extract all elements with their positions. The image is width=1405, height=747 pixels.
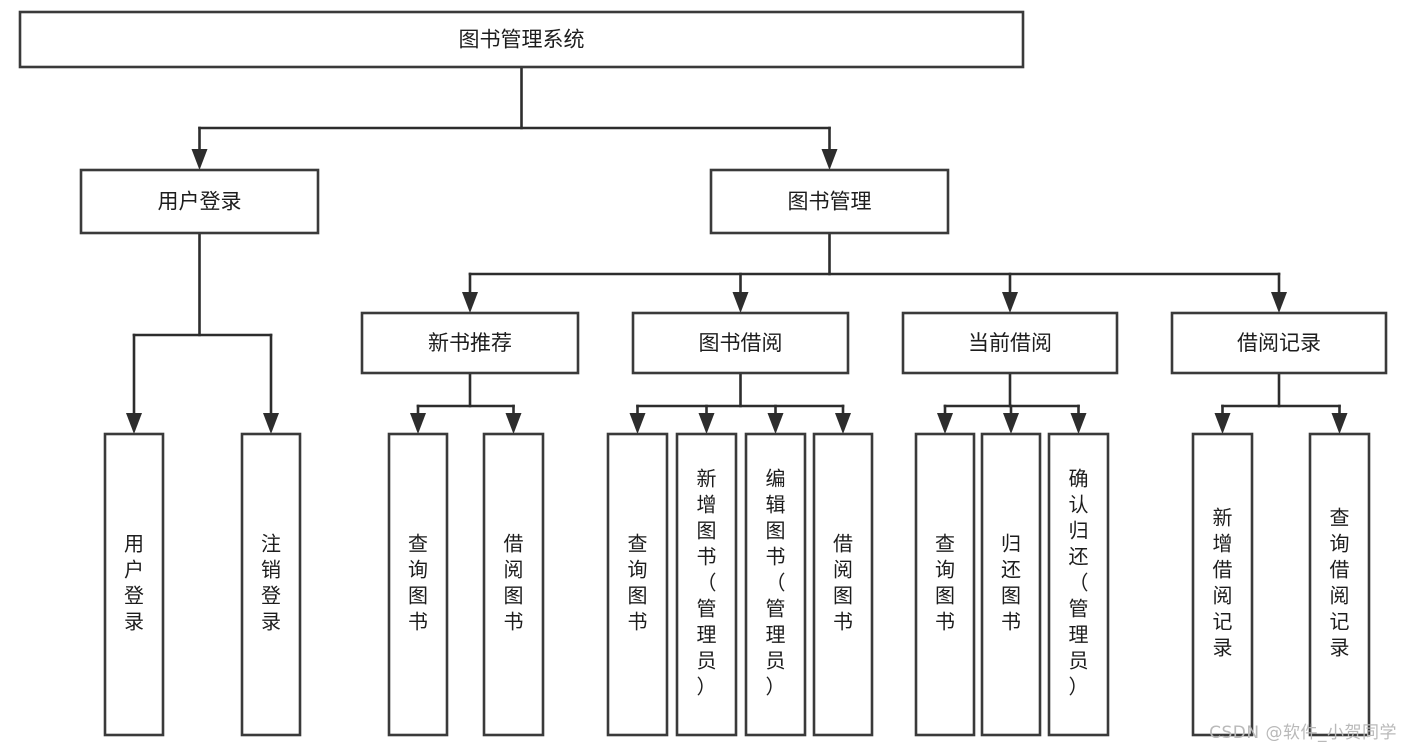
arrow-head-icon (767, 413, 784, 434)
node-box-book-manage (709, 168, 950, 235)
arrow-head-icon (1214, 413, 1231, 434)
node-label-book-borrow: 图书借阅 (699, 331, 783, 355)
arrow-head-icon (821, 149, 838, 170)
node-label-leaf-return-book: 归还图书 (1001, 532, 1021, 634)
node-label-leaf-query-book-1: 查询图书 (408, 532, 428, 634)
node-box-leaf-user-logout (240, 432, 302, 737)
node-box-leaf-edit-book (744, 432, 807, 737)
node-leaf-add-record[interactable]: 新增借阅记录 (1191, 432, 1254, 737)
node-box-leaf-query-book-3 (914, 432, 976, 737)
node-label-leaf-add-record: 新增借阅记录 (1213, 506, 1233, 660)
arrow-head-icon (263, 413, 279, 434)
node-leaf-query-record[interactable]: 查询借阅记录 (1308, 432, 1371, 737)
node-leaf-user-login[interactable]: 用户登录 (103, 432, 165, 737)
node-leaf-query-book-3[interactable]: 查询图书 (914, 432, 976, 737)
node-layer: 图书管理系统用户登录图书管理新书推荐图书借阅当前借阅借阅记录用户登录注销登录查询… (18, 10, 1388, 737)
arrow-head-icon (1070, 413, 1087, 434)
node-leaf-add-book[interactable]: 新增图书（管理员） (675, 432, 738, 737)
node-book-borrow[interactable]: 图书借阅 (631, 311, 850, 375)
node-box-user-login (79, 168, 320, 235)
node-user-login[interactable]: 用户登录 (79, 168, 320, 235)
node-new-book-recommend[interactable]: 新书推荐 (360, 311, 580, 375)
arrow-head-icon (1271, 292, 1287, 313)
node-label-leaf-query-book-2: 查询图书 (628, 532, 648, 634)
node-label-leaf-edit-book: 编辑图书（管理员） (766, 467, 786, 699)
node-box-leaf-return-book (980, 432, 1042, 737)
node-current-borrow[interactable]: 当前借阅 (901, 311, 1119, 375)
node-leaf-user-logout[interactable]: 注销登录 (240, 432, 302, 737)
node-book-manage[interactable]: 图书管理 (709, 168, 950, 235)
node-leaf-confirm-return[interactable]: 确认归还（管理员） (1047, 432, 1110, 737)
node-label-user-login: 用户登录 (158, 190, 242, 214)
node-box-current-borrow (901, 311, 1119, 375)
node-label-book-manage: 图书管理 (788, 190, 872, 214)
arrow-head-icon (191, 149, 208, 170)
node-box-leaf-add-record (1191, 432, 1254, 737)
node-box-leaf-confirm-return (1047, 432, 1110, 737)
node-box-leaf-add-book (675, 432, 738, 737)
node-label-leaf-user-login: 用户登录 (124, 532, 144, 634)
node-box-new-book-recommend (360, 311, 580, 375)
node-leaf-edit-book[interactable]: 编辑图书（管理员） (744, 432, 807, 737)
node-label-leaf-user-logout: 注销登录 (261, 532, 281, 634)
arrow-head-icon (629, 413, 646, 434)
arrow-head-icon (410, 413, 426, 434)
node-leaf-query-book-1[interactable]: 查询图书 (387, 432, 449, 737)
node-leaf-borrow-book-2[interactable]: 借阅图书 (812, 432, 874, 737)
node-box-leaf-query-book-1 (387, 432, 449, 737)
node-label-leaf-query-book-3: 查询图书 (935, 532, 955, 634)
node-leaf-return-book[interactable]: 归还图书 (980, 432, 1042, 737)
arrow-head-icon (1002, 292, 1018, 313)
node-box-leaf-query-record (1308, 432, 1371, 737)
arrow-head-icon (732, 292, 749, 313)
node-root[interactable]: 图书管理系统 (18, 10, 1025, 69)
node-box-leaf-borrow-book-2 (812, 432, 874, 737)
node-label-current-borrow: 当前借阅 (968, 331, 1052, 355)
node-leaf-query-book-2[interactable]: 查询图书 (606, 432, 669, 737)
node-borrow-record[interactable]: 借阅记录 (1170, 311, 1388, 375)
node-box-leaf-borrow-book-1 (482, 432, 545, 737)
node-label-root: 图书管理系统 (459, 28, 585, 52)
arrow-head-icon (462, 292, 478, 313)
arrow-head-icon (937, 413, 953, 434)
node-label-leaf-query-record: 查询借阅记录 (1330, 506, 1350, 660)
arrow-head-icon (126, 413, 142, 434)
node-label-leaf-borrow-book-1: 借阅图书 (504, 532, 524, 634)
node-leaf-borrow-book-1[interactable]: 借阅图书 (482, 432, 545, 737)
node-label-leaf-add-book: 新增图书（管理员） (697, 467, 717, 699)
arrow-head-icon (1003, 413, 1019, 434)
node-box-borrow-record (1170, 311, 1388, 375)
node-label-leaf-borrow-book-2: 借阅图书 (833, 532, 853, 634)
arrow-head-icon (698, 413, 715, 434)
node-box-leaf-query-book-2 (606, 432, 669, 737)
node-box-leaf-user-login (103, 432, 165, 737)
node-label-leaf-confirm-return: 确认归还（管理员） (1069, 467, 1089, 699)
arrow-head-icon (1331, 413, 1348, 434)
node-box-root (18, 10, 1025, 69)
arrow-head-icon (835, 413, 851, 434)
connector-layer (126, 65, 1348, 434)
node-label-new-book-recommend: 新书推荐 (428, 331, 512, 355)
node-label-borrow-record: 借阅记录 (1237, 331, 1321, 355)
arrow-head-icon (505, 413, 522, 434)
node-box-book-borrow (631, 311, 850, 375)
